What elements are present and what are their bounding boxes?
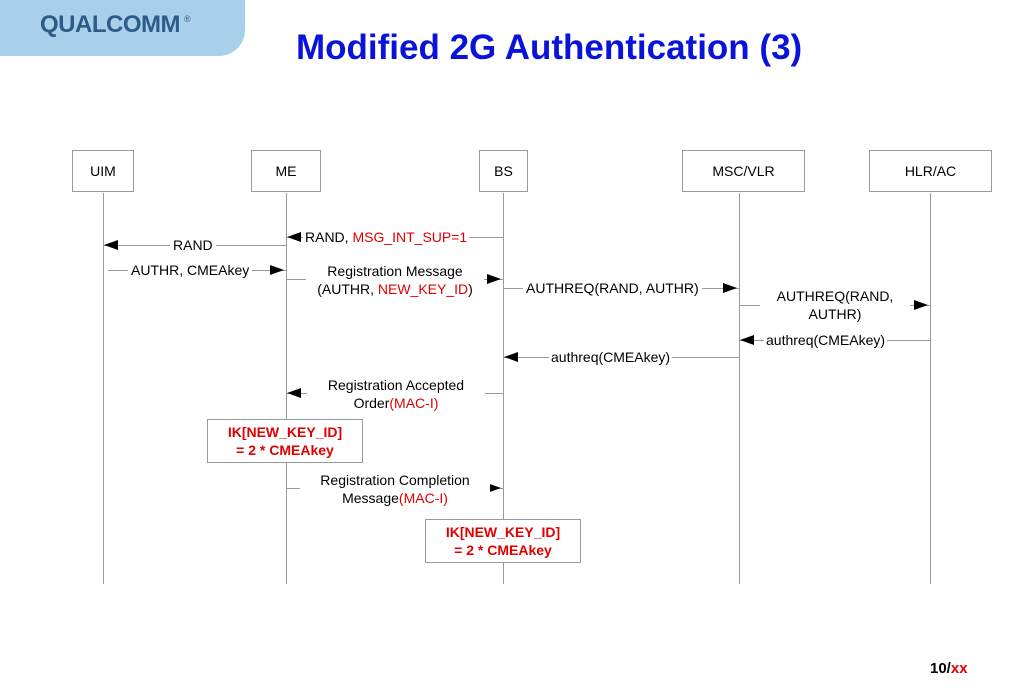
- arrow-right-icon: [487, 483, 501, 493]
- arrow-right-icon: [487, 274, 501, 284]
- arrow-right-icon: [914, 300, 928, 310]
- slide-title: Modified 2G Authentication (3): [296, 28, 803, 67]
- message-label-authreq-hlr: AUTHREQ(RAND, AUTHR): [760, 287, 910, 323]
- note-ik-bs: IK[NEW_KEY_ID] = 2 * CMEAkey: [425, 519, 581, 563]
- entity-me: ME: [251, 150, 321, 192]
- entity-bs: BS: [479, 150, 528, 192]
- note-ik-me: IK[NEW_KEY_ID] = 2 * CMEAkey: [207, 419, 363, 463]
- message-label-authreq-response-bs: authreq(CMEAkey): [549, 348, 673, 366]
- arrow-left-icon: [287, 388, 301, 398]
- arrow-left-icon: [740, 335, 754, 345]
- lifeline-me: [286, 193, 287, 584]
- arrow-left-icon: [104, 240, 118, 250]
- qualcomm-logo: QUALCOMM: [40, 11, 180, 38]
- message-label-rand-msg-int-sup: RAND, MSG_INT_SUP=1: [303, 228, 470, 246]
- lifeline-bs: [503, 193, 504, 584]
- message-label-authr-cmeakey: AUTHR, CMEAkey: [128, 261, 253, 279]
- lifeline-uim: [103, 193, 104, 584]
- page-number: 10/xx: [930, 660, 968, 677]
- entity-msc-vlr: MSC/VLR: [682, 150, 805, 192]
- registered-mark: ®: [184, 14, 191, 24]
- entity-hlr-ac: HLR/AC: [869, 150, 992, 192]
- lifeline-msc-vlr: [739, 193, 740, 584]
- message-label-authreq-response-hlr: authreq(CMEAkey): [764, 331, 888, 349]
- lifeline-hlr-ac: [930, 193, 931, 584]
- logo-tab: QUALCOMM ®: [0, 0, 245, 56]
- message-label-registration-completion: Registration Completion Message(MAC-I): [300, 471, 490, 507]
- message-label-authreq: AUTHREQ(RAND, AUTHR): [523, 279, 702, 297]
- entity-uim: UIM: [72, 150, 134, 192]
- message-label-rand: RAND: [170, 236, 216, 254]
- arrow-right-icon: [270, 265, 284, 275]
- arrow-right-icon: [723, 283, 737, 293]
- arrow-left-icon: [504, 352, 518, 362]
- message-label-registration-message: Registration Message (AUTHR, NEW_KEY_ID): [306, 262, 484, 298]
- message-label-registration-accepted: Registration Accepted Order(MAC-I): [307, 376, 485, 412]
- arrow-left-icon: [287, 232, 301, 242]
